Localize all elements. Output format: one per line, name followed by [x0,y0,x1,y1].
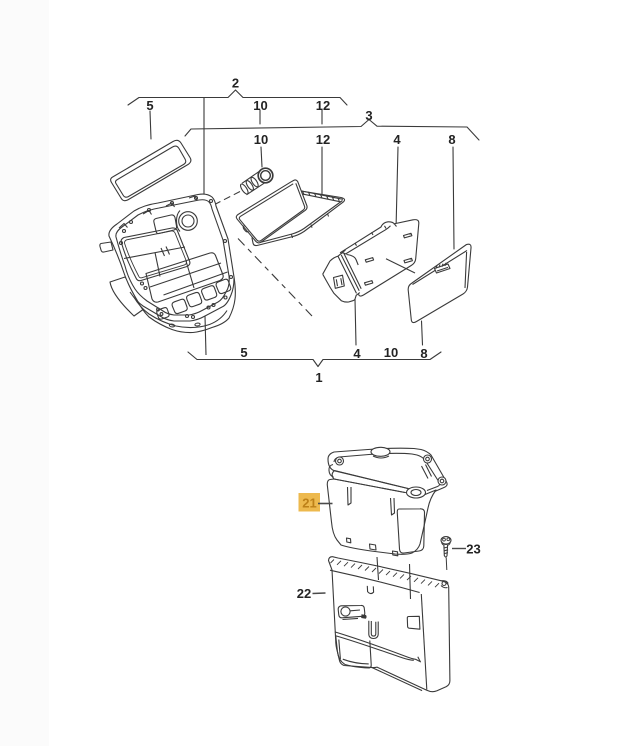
svg-text:23: 23 [466,542,480,557]
svg-text:8: 8 [448,132,455,147]
svg-text:12: 12 [316,132,330,147]
svg-text:12: 12 [316,98,330,113]
svg-text:10: 10 [384,345,398,360]
svg-text:1: 1 [315,370,322,385]
svg-text:4: 4 [393,132,401,147]
svg-text:8: 8 [420,346,427,361]
svg-text:2: 2 [232,76,239,91]
svg-text:4: 4 [353,346,361,361]
svg-text:5: 5 [240,345,247,360]
svg-text:22: 22 [297,586,311,601]
svg-text:10: 10 [253,98,267,113]
svg-text:3: 3 [365,108,372,123]
svg-text:10: 10 [254,132,268,147]
svg-text:21: 21 [302,496,316,511]
svg-text:5: 5 [146,98,153,113]
